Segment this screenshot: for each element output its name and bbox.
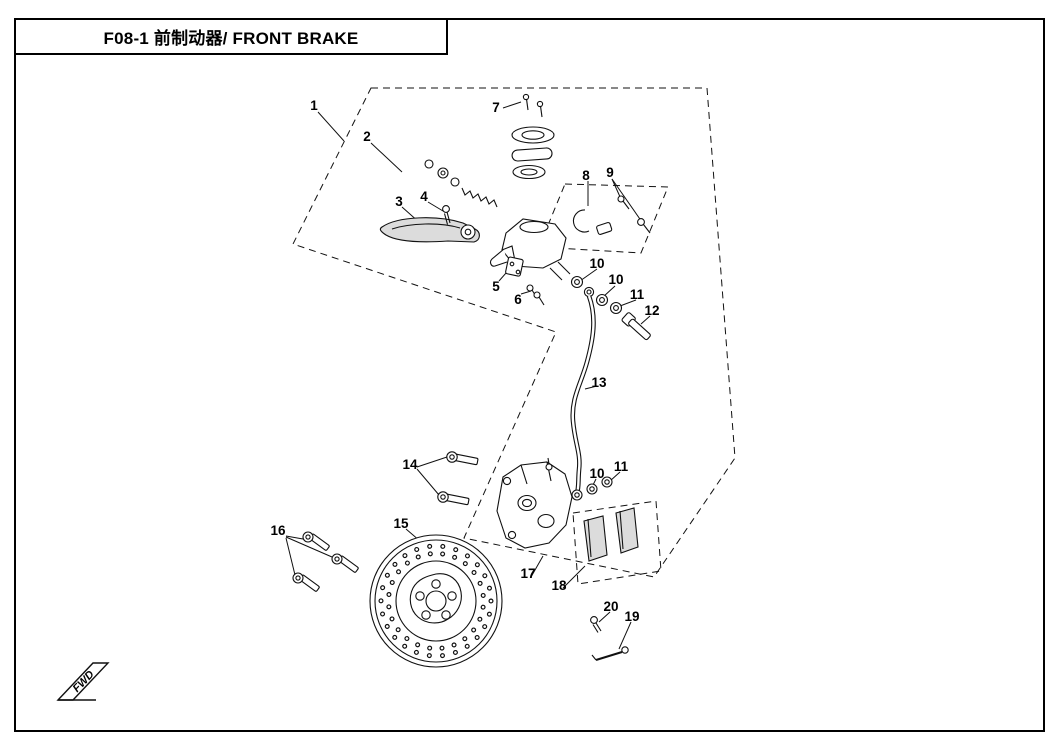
title-box: F08-1 前制动器/ FRONT BRAKE (14, 18, 448, 55)
callout-20: 20 (603, 599, 618, 614)
banjo-bolt (621, 312, 651, 341)
outline-master-cylinder-and-hose (292, 87, 736, 578)
callout-10-c: 10 (589, 466, 604, 481)
lever-piston-kit (424, 159, 498, 208)
brake-disc (369, 534, 503, 668)
callout-12: 12 (644, 303, 659, 318)
callout-6: 6 (514, 292, 522, 307)
callout-18: 18 (551, 578, 567, 593)
callout-4: 4 (420, 189, 428, 204)
brake-lever (379, 217, 480, 243)
switch-clamp-parts (572, 195, 651, 235)
callout-9: 9 (606, 165, 614, 180)
callout-10-a: 10 (589, 256, 604, 271)
outline-switch-clamp-group (538, 183, 669, 254)
callout-5: 5 (492, 279, 500, 294)
reservoir-cap (511, 126, 555, 144)
callout-11-a: 11 (630, 287, 645, 302)
lever-pivot-bolt (442, 205, 451, 225)
callout-numbers: 1 2 3 4 5 6 7 8 9 10 10 11 12 13 10 11 1… (270, 98, 659, 624)
parts-illustrations (292, 93, 651, 668)
callout-1: 1 (310, 98, 318, 113)
brake-pads (583, 507, 639, 562)
master-cylinder-body (490, 218, 571, 281)
pad-retainer-bolt (590, 616, 602, 633)
caliper-mount-bolts (437, 451, 479, 506)
callout-15: 15 (393, 516, 409, 531)
callout-2: 2 (363, 129, 371, 144)
callout-16: 16 (270, 523, 286, 538)
clamp-bolts (526, 284, 545, 306)
return-spring (461, 187, 498, 208)
callout-17: 17 (520, 566, 535, 581)
assembly-group-outlines (292, 87, 736, 585)
callout-10-b: 10 (608, 272, 623, 287)
brake-caliper (496, 457, 573, 549)
callout-7: 7 (492, 100, 500, 115)
reservoir-cap-screws (522, 93, 544, 118)
banjo-hardware-lower (571, 476, 613, 501)
brake-hose (570, 295, 596, 494)
callout-8: 8 (582, 168, 590, 183)
reservoir-diaphragm (512, 164, 546, 180)
callout-13: 13 (591, 375, 607, 390)
page-border (14, 18, 1045, 732)
callout-19: 19 (624, 609, 639, 624)
callout-3: 3 (395, 194, 403, 209)
page-title: F08-1 前制动器/ FRONT BRAKE (103, 29, 359, 48)
master-cylinder-clamp (505, 256, 524, 277)
cotter-pin (591, 646, 629, 661)
banjo-hardware-upper (570, 275, 623, 315)
disc-bolts (292, 531, 359, 592)
diaphragm-plate (511, 147, 553, 162)
callout-11-b: 11 (614, 459, 629, 474)
fwd-marker: FWD (56, 662, 110, 701)
callout-14: 14 (402, 457, 418, 472)
